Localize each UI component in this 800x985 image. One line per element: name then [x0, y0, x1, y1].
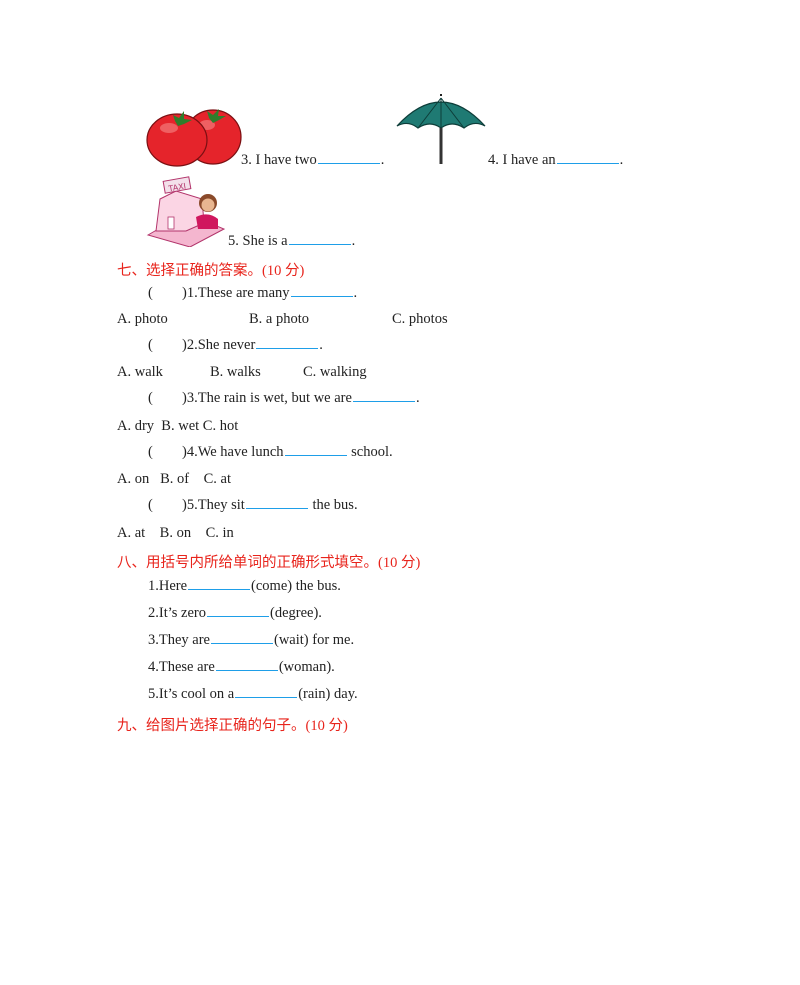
- sentence-5-text: 5. She is a: [228, 233, 288, 249]
- sentence-4-text: 4. I have an: [488, 152, 556, 168]
- sentence-5-end: .: [351, 233, 356, 249]
- fill-item-1-before: 1.Here: [148, 578, 188, 594]
- question-3-after: .: [415, 390, 420, 406]
- question-5-after: the bus.: [308, 497, 358, 513]
- fill-item-4-after: (woman).: [278, 659, 335, 675]
- question-3-stem: 3.The rain is wet, but we are: [186, 390, 352, 406]
- question-4: ()4.We have lunch school.: [148, 444, 393, 461]
- question-4-close: ): [182, 444, 187, 460]
- question-4-after: school.: [347, 444, 393, 460]
- question-5-blank[interactable]: [245, 507, 308, 509]
- taxi-driver-icon: TAXI: [146, 176, 226, 247]
- question-2-close: ): [182, 337, 187, 353]
- fill-item-1: 1.Here (come) the bus.: [148, 578, 341, 595]
- fill-item-3-before: 3.They are: [148, 632, 210, 648]
- question-3-close: ): [182, 390, 187, 406]
- question-5-options[interactable]: A. at B. on C. in: [117, 525, 234, 541]
- question-3: ()3.The rain is wet, but we are.: [148, 390, 420, 407]
- answer-blank-5[interactable]: [288, 243, 351, 245]
- fill-item-2: 2.It’s zero (degree).: [148, 605, 322, 622]
- question-1: ()1.These are many.: [148, 285, 357, 302]
- question-1-after: .: [353, 285, 358, 301]
- question-2: ()2.She never.: [148, 337, 323, 354]
- sentence-3-text: 3. I have two: [241, 152, 317, 168]
- question-5: ()5.They sit the bus.: [148, 497, 358, 514]
- question-2-option-a[interactable]: A. walk: [117, 364, 163, 380]
- taxi-sign: TAXI: [167, 182, 187, 194]
- question-2-option-b[interactable]: B. walks: [210, 364, 261, 380]
- question-2-after: .: [319, 337, 323, 353]
- section-8-points: (10 分): [378, 555, 421, 571]
- sentence-4: 4. I have an.: [488, 152, 623, 169]
- answer-blank-4[interactable]: [556, 162, 619, 164]
- sentence-5: 5. She is a.: [228, 233, 355, 250]
- umbrella-icon: [396, 94, 486, 164]
- question-3-blank[interactable]: [352, 400, 415, 402]
- question-1-option-c[interactable]: C. photos: [392, 311, 448, 327]
- question-1-blank[interactable]: [290, 295, 353, 297]
- section-7-points: (10 分): [262, 263, 305, 279]
- fill-item-1-after: (come) the bus.: [251, 578, 341, 594]
- fill-item-1-blank[interactable]: [188, 588, 251, 590]
- fill-item-3-blank[interactable]: [211, 642, 273, 644]
- section-9-points: (10 分): [305, 718, 348, 734]
- question-2-option-c[interactable]: C. walking: [303, 364, 367, 380]
- question-1-close: ): [182, 285, 187, 301]
- question-4-stem: 4.We have lunch: [186, 444, 284, 460]
- sentence-3-end: .: [380, 152, 385, 168]
- question-5-stem: 5.They sit: [186, 497, 245, 513]
- question-1-option-b[interactable]: B. a photo: [249, 311, 310, 327]
- question-4-options[interactable]: A. on B. of C. at: [117, 471, 231, 487]
- section-9-heading: 九、给图片选择正确的句子。(10 分): [117, 714, 348, 735]
- fill-item-5-after: (rain) day.: [298, 686, 358, 702]
- sentence-4-end: .: [619, 152, 624, 168]
- answer-paren-5[interactable]: (: [148, 497, 153, 513]
- section-7-title: 七、选择正确的答案。: [117, 263, 262, 279]
- answer-paren-2[interactable]: (: [148, 337, 153, 353]
- fill-item-2-after: (degree).: [269, 605, 322, 621]
- section-8-title: 八、用括号内所给单词的正确形式填空。: [117, 555, 378, 571]
- fill-item-2-blank[interactable]: [206, 615, 269, 617]
- question-5-close: ): [182, 497, 187, 513]
- fill-item-4-blank[interactable]: [215, 669, 278, 671]
- question-1-stem: 1.These are many: [186, 285, 290, 301]
- answer-paren-1[interactable]: (: [148, 285, 153, 301]
- fill-item-3-after: (wait) for me.: [274, 632, 355, 648]
- fill-item-5: 5.It’s cool on a (rain) day.: [148, 686, 358, 703]
- answer-paren-4[interactable]: (: [148, 444, 153, 460]
- fill-item-4-before: 4.These are: [148, 659, 215, 675]
- fill-item-2-before: 2.It’s zero: [148, 605, 206, 621]
- question-2-blank[interactable]: [256, 347, 319, 349]
- answer-blank-3[interactable]: [317, 162, 380, 164]
- section-7-heading: 七、选择正确的答案。(10 分): [117, 259, 304, 280]
- section-9-title: 九、给图片选择正确的句子。: [117, 718, 306, 734]
- fill-item-5-blank[interactable]: [235, 696, 298, 698]
- fill-item-5-before: 5.It’s cool on a: [148, 686, 235, 702]
- fill-item-4: 4.These are (woman).: [148, 659, 335, 676]
- answer-paren-3[interactable]: (: [148, 390, 153, 406]
- fill-item-3: 3.They are (wait) for me.: [148, 632, 354, 649]
- question-3-options[interactable]: A. dry B. wet C. hot: [117, 418, 239, 434]
- tomatoes-icon: [146, 109, 242, 167]
- question-2-stem: 2.She never: [186, 337, 256, 353]
- question-1-option-a[interactable]: A. photo: [117, 311, 168, 327]
- question-4-blank[interactable]: [284, 454, 347, 456]
- sentence-3: 3. I have two.: [241, 152, 384, 169]
- section-8-heading: 八、用括号内所给单词的正确形式填空。(10 分): [117, 551, 420, 572]
